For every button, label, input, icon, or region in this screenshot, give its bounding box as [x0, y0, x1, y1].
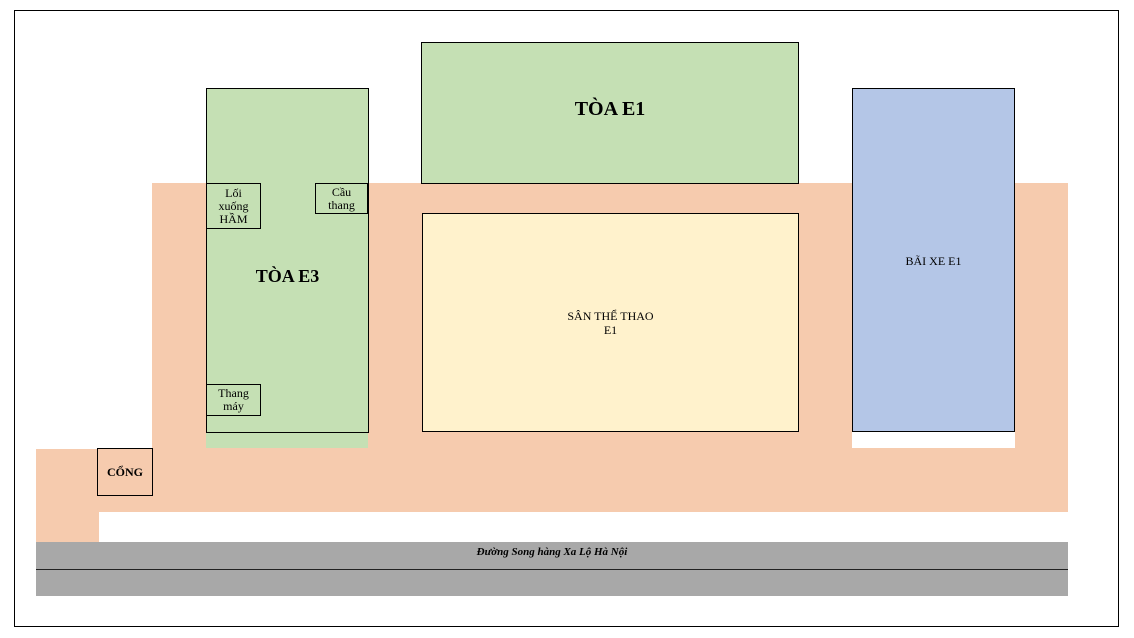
sports-field-label-line-1: SÂN THỂ THAO — [567, 309, 654, 323]
sports-field[interactable] — [422, 213, 799, 432]
parking-e1-base — [852, 432, 1015, 448]
e3-basement-entrance[interactable]: Lối xuống HẦM — [206, 183, 261, 229]
e3-elevator-line-1: Thang — [218, 386, 249, 400]
e3-stairs-line-1: Cầu — [331, 184, 352, 199]
building-e1-label: TÒA E1 — [574, 98, 646, 120]
building-e1[interactable] — [421, 42, 799, 184]
parking-e1[interactable] — [852, 88, 1015, 432]
gate[interactable]: CỔNG — [97, 448, 153, 496]
e3-basement-entrance-line-2: xuống — [218, 198, 249, 213]
gate-area-ground — [36, 449, 152, 512]
road-label: Đường Song hàng Xa Lộ Hà Nội — [476, 546, 628, 558]
gate-driveway — [36, 512, 99, 542]
building-e3[interactable] — [206, 88, 369, 433]
e3-stairs[interactable]: Cầu thang — [315, 183, 368, 214]
e3-basement-entrance-line-1: Lối — [225, 185, 242, 200]
building-e3-label: TÒA E3 — [255, 266, 320, 286]
map-frame — [14, 10, 1119, 627]
e3-stairs-line-2: thang — [328, 197, 355, 212]
e3-elevator-line-2: máy — [223, 399, 244, 413]
sports-field-label-line-2: E1 — [603, 323, 618, 337]
sports-field-label: SÂN THỂ THAO E1 — [422, 309, 799, 337]
e3-elevator[interactable]: Thang máy — [206, 384, 261, 416]
e3-basement-entrance-line-3: HẦM — [219, 211, 248, 226]
road-center-line — [36, 569, 1068, 570]
parking-e1-label: BÃI XE E1 — [905, 254, 962, 268]
gate-label: CỔNG — [107, 464, 143, 479]
building-e3-base — [206, 432, 368, 448]
